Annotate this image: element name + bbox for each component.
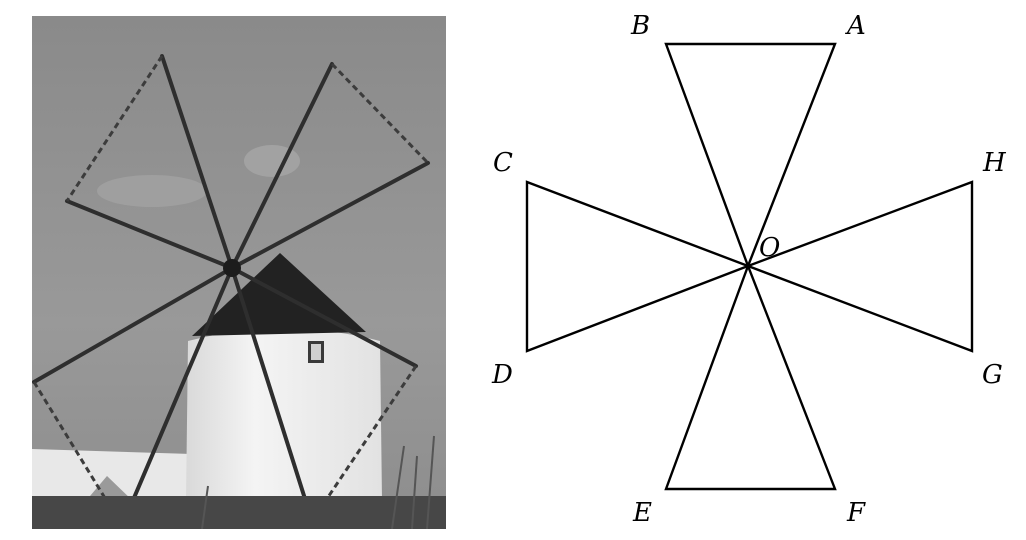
label-g: G: [982, 360, 1003, 390]
windmill-photo-drawing: [32, 16, 446, 529]
windmill-sails: [32, 54, 430, 528]
label-b: B: [630, 11, 650, 41]
label-f: F: [846, 498, 866, 528]
triangle-ocd: [525, 180, 752, 353]
label-o: O: [759, 233, 780, 263]
windmill-photo: [32, 16, 446, 529]
label-a: A: [845, 11, 866, 41]
windmill-hub: [223, 259, 241, 277]
cloud: [97, 175, 207, 207]
ground: [32, 496, 446, 529]
label-c: C: [493, 148, 513, 178]
triangle-oab: [664, 42, 837, 270]
triangle-ogh: [744, 180, 974, 353]
cloud: [244, 145, 300, 177]
geometry-diagram: A B C D E F G H O: [480, 0, 1026, 540]
triangle-oef: [664, 262, 837, 491]
diagram-drawing: A B C D E F G H O: [491, 11, 1007, 528]
windmill-tower: [186, 328, 382, 501]
label-e: E: [632, 498, 652, 528]
label-h: H: [982, 148, 1007, 178]
label-d: D: [491, 360, 513, 390]
